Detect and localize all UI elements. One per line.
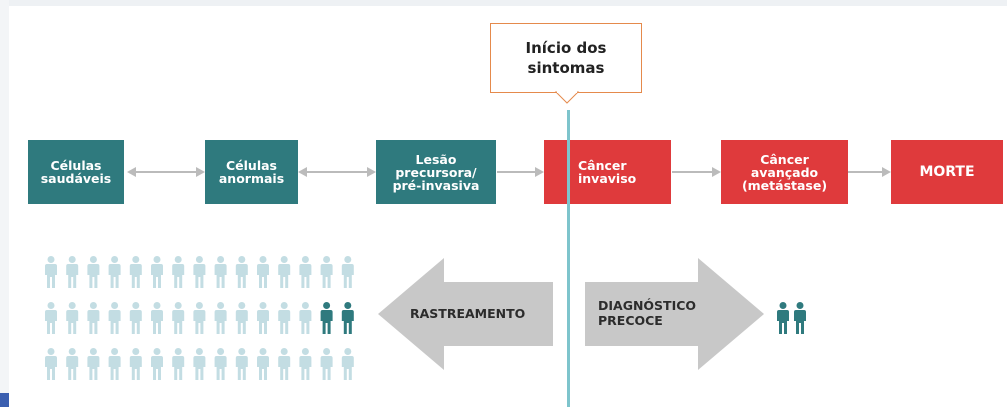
- symptom-onset-callout: Início dos sintomas: [490, 23, 642, 93]
- person-icon: [87, 256, 100, 288]
- person-icon: [108, 348, 121, 380]
- person-icon: [151, 302, 163, 334]
- connector-5-6: [848, 167, 891, 177]
- person-icon: [172, 256, 185, 288]
- person-icon: [235, 302, 248, 334]
- person-icon: [45, 302, 57, 334]
- callout-line-2: sintomas: [527, 59, 605, 77]
- person-icon: [172, 302, 185, 334]
- screening-label: RASTREAMENTO: [410, 306, 526, 321]
- person-icon: [193, 256, 206, 288]
- person-icon: [794, 302, 806, 334]
- person-icon: [299, 256, 312, 288]
- person-icon: [66, 302, 79, 334]
- early-diagnosis-arrow: [585, 258, 764, 370]
- person-icon: [129, 256, 142, 288]
- person-icon: [278, 256, 291, 288]
- person-icon: [341, 348, 354, 380]
- person-icon: [257, 348, 269, 380]
- person-icon: [87, 348, 100, 380]
- person-icon: [278, 348, 291, 380]
- person-icon: [341, 256, 354, 288]
- person-icon: [214, 348, 227, 380]
- stage-death: MORTE: [891, 140, 1003, 204]
- person-icon: [278, 302, 291, 334]
- early-diagnosis-label: DIAGNÓSTICO PRECOCE: [598, 298, 696, 328]
- person-icon: [320, 348, 333, 380]
- person-icon: [320, 256, 333, 288]
- early-diagnosis-line-1: DIAGNÓSTICO: [598, 298, 697, 313]
- connector-4-5: [672, 167, 721, 177]
- symptom-onset-line: [567, 110, 570, 407]
- screening-arrow: [378, 258, 553, 370]
- stage-label-line: MORTE: [919, 163, 975, 180]
- stage-label-line: Lesão: [415, 151, 457, 167]
- left-margin-bar: [0, 0, 9, 407]
- stage-label-line: precursora/: [395, 164, 477, 180]
- person-icon: [235, 256, 248, 288]
- stage-label-line: Células: [50, 158, 102, 173]
- stage-label-line: Câncer: [760, 151, 809, 167]
- population-figures: [45, 256, 806, 380]
- connector-1-2: [127, 167, 205, 177]
- stage-label-line: Câncer: [578, 158, 627, 173]
- person-icon: [108, 302, 121, 334]
- person-icon: [172, 348, 185, 380]
- person-icon: [341, 302, 354, 334]
- page-top-strip: [0, 0, 1007, 6]
- person-icon: [87, 302, 100, 334]
- stage-label-line: pré-invasiva: [392, 177, 480, 193]
- person-icon: [66, 348, 79, 380]
- person-icon: [320, 302, 333, 334]
- corner-tab: [0, 393, 9, 407]
- person-icon: [45, 348, 57, 380]
- stage-label-line: anormais: [218, 171, 285, 186]
- stage-label-line: avançado: [750, 164, 819, 180]
- person-icon: [214, 302, 227, 334]
- person-icon: [235, 348, 248, 380]
- early-diagnosis-line-2: PRECOCE: [598, 313, 663, 328]
- person-icon: [66, 256, 79, 288]
- person-icon: [129, 302, 142, 334]
- connector-3-4: [497, 167, 544, 177]
- stage-label-line: Células: [226, 158, 277, 173]
- person-icon: [777, 302, 789, 334]
- person-icon: [257, 256, 269, 288]
- person-icon: [108, 256, 121, 288]
- stage-label-line: saudáveis: [40, 171, 112, 186]
- person-icon: [129, 348, 142, 380]
- callout-line-1: Início dos: [525, 39, 607, 57]
- person-icon: [299, 302, 312, 334]
- stage-label-line: (metástase): [741, 177, 828, 193]
- stage-label-line: invaviso: [578, 171, 637, 186]
- person-icon: [193, 302, 206, 334]
- person-icon: [214, 256, 227, 288]
- person-icon: [45, 256, 57, 288]
- callout-pointer: [554, 91, 580, 104]
- connector-2-3: [298, 167, 376, 177]
- person-icon: [151, 348, 163, 380]
- person-icon: [299, 348, 312, 380]
- person-icon: [257, 302, 269, 334]
- person-icon: [193, 348, 206, 380]
- person-icon: [151, 256, 163, 288]
